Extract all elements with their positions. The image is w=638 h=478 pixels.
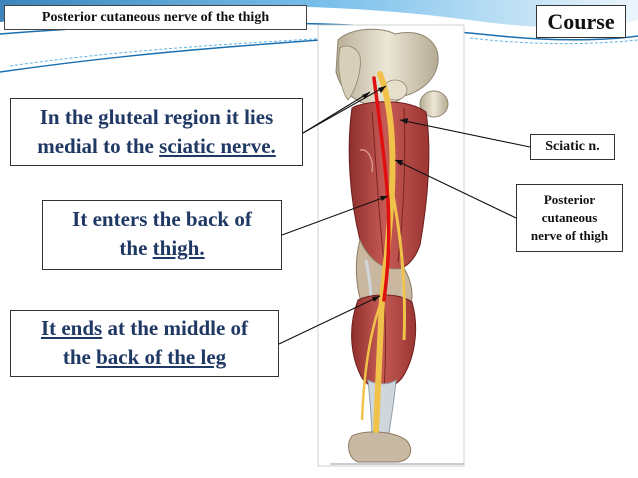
foot [348, 431, 412, 463]
sacrum-bone [338, 45, 361, 101]
thigh-term: thigh. [152, 236, 205, 260]
thigh-muscles [348, 101, 430, 271]
note-ends-leg: It ends at the middle of the back of the… [10, 310, 279, 377]
note-line: the thigh. [119, 236, 205, 260]
note-line: In the gluteal region it lies [39, 105, 274, 129]
greater-trochanter [419, 90, 449, 118]
ends-term: It ends [40, 316, 103, 340]
arrow-heads [362, 86, 408, 302]
note-gluteal-region: In the gluteal region it lies medial to … [10, 98, 303, 166]
label-posterior-cutaneous: Posterior cutaneous nerve of thigh [516, 184, 623, 252]
note-line: It enters the back of [72, 207, 252, 231]
posterior-cutaneous-nerve [372, 76, 391, 302]
note-line: It ends at the middle of [40, 316, 249, 340]
note-line: medial to the sciatic nerve. [37, 134, 276, 158]
label-sciatic-n: Sciatic n. [530, 134, 615, 160]
pelvis-bone [335, 28, 439, 107]
slide-title: Posterior cutaneous nerve of the thigh [4, 5, 307, 30]
leg-illustration [330, 28, 464, 465]
pointer-lines [278, 85, 531, 345]
note-line: the back of the leg [62, 345, 227, 369]
sciatic-nerve-term: sciatic nerve. [159, 134, 276, 158]
note-enters-thigh: It enters the back of the thigh. [42, 200, 282, 270]
back-of-leg-term: back of the leg [96, 345, 227, 369]
course-badge: Course [536, 5, 626, 38]
